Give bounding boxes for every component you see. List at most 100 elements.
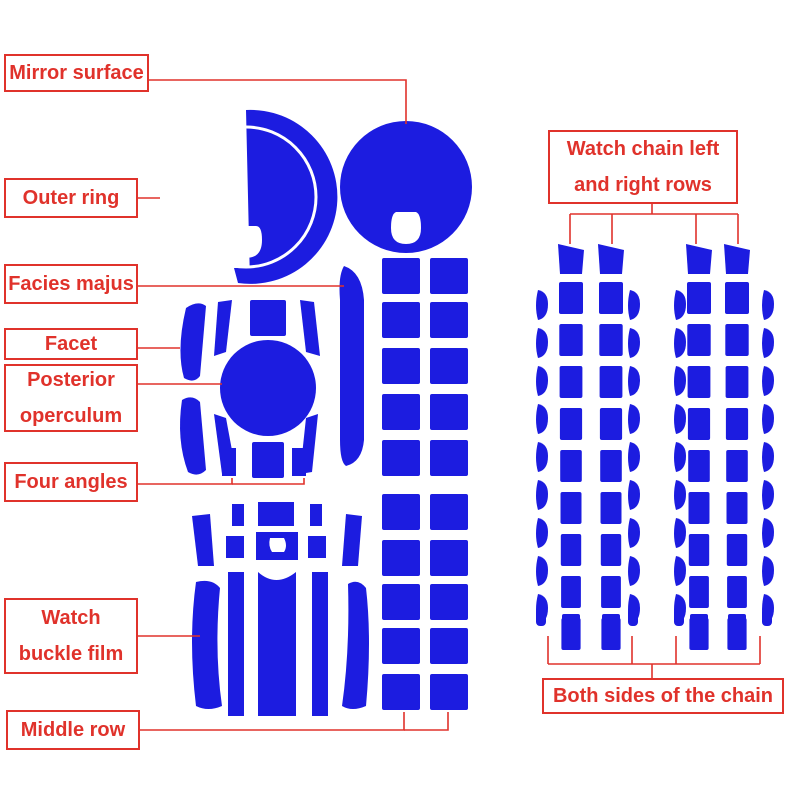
label-four-angles-text: Four angles xyxy=(14,471,128,493)
label-facies-majus: Facies majus xyxy=(4,264,138,304)
chain-side-link xyxy=(536,366,548,396)
buckle-center-strip xyxy=(258,572,296,716)
label-chain-sides: Both sides of the chain xyxy=(542,678,784,714)
label-watch-chain-rows: Watch chain left and right rows xyxy=(548,130,738,204)
chain-side-end xyxy=(674,608,684,626)
chain-row-link xyxy=(560,450,582,482)
chain-row-link xyxy=(688,534,710,566)
label-watch-buckle-film-line2: buckle film xyxy=(18,643,124,665)
chain-side-link xyxy=(536,328,548,358)
chain-side-link xyxy=(536,404,548,434)
chain-row-link xyxy=(601,576,621,608)
label-four-angles: Four angles xyxy=(4,462,138,502)
middle-row-leader-2 xyxy=(404,712,449,731)
label-mirror-surface-text: Mirror surface xyxy=(9,62,144,84)
chain-row-tab xyxy=(686,244,712,274)
label-posterior-operculum-line2: operculum xyxy=(19,405,123,427)
mirror-surface-leader xyxy=(148,79,407,124)
outer-ring-shape xyxy=(234,109,338,284)
chain-row-link xyxy=(600,534,622,566)
posterior-operculum-shape xyxy=(220,340,316,436)
chain-row-end xyxy=(602,614,620,630)
chain-row-link xyxy=(560,492,582,524)
middle-row-square xyxy=(430,440,468,476)
chain-side-link xyxy=(536,290,548,320)
middle-row-film xyxy=(382,258,468,710)
chain-side-link xyxy=(674,556,686,586)
chain-row-link xyxy=(599,324,623,356)
buckle-right-side xyxy=(342,514,362,566)
chain-row-link xyxy=(600,450,622,482)
chain-row-link xyxy=(687,282,711,314)
mirror-surface-shape xyxy=(340,121,472,253)
four-angles-leader xyxy=(138,478,233,485)
chain-row-end xyxy=(728,614,746,630)
chain-row-link xyxy=(599,282,623,314)
chain-side-link xyxy=(628,480,640,510)
buckle-left-side xyxy=(192,514,214,566)
chain-row-tab xyxy=(598,244,624,274)
bottom-right-small xyxy=(292,448,306,476)
chain-side-link xyxy=(536,556,548,586)
outer-ring-groove xyxy=(174,125,318,269)
chain-row-link xyxy=(688,450,710,482)
chain-row-link xyxy=(687,324,711,356)
chain-row-link xyxy=(561,576,581,608)
chain-side-link xyxy=(628,290,640,320)
chain-side-link xyxy=(674,404,686,434)
chain-side-link xyxy=(762,328,774,358)
buckle-large-left xyxy=(192,580,222,709)
chain-side-link xyxy=(628,442,640,472)
middle-row-square xyxy=(430,584,468,620)
middle-row-square xyxy=(382,540,420,576)
bottom-left-small xyxy=(222,448,236,476)
label-chain-sides-text: Both sides of the chain xyxy=(552,685,774,707)
buckle-small-1 xyxy=(232,504,244,526)
label-facet-text: Facet xyxy=(44,333,98,355)
label-outer-ring: Outer ring xyxy=(4,178,138,218)
angle-piece-tl xyxy=(214,300,232,356)
chain-side-link xyxy=(762,518,774,548)
label-watch-buckle-film-line1: Watch xyxy=(41,607,101,629)
chain-side-link xyxy=(762,404,774,434)
middle-row-square xyxy=(382,440,420,476)
chain-row-link xyxy=(726,450,748,482)
chain-side-end xyxy=(536,608,546,626)
angle-piece-tr xyxy=(300,300,320,356)
top-center-piece xyxy=(250,300,286,336)
chain-row-link xyxy=(725,408,749,440)
chain-row-link xyxy=(727,576,747,608)
chain-side-link xyxy=(674,442,686,472)
chain-side-link xyxy=(674,290,686,320)
chain-row-link xyxy=(689,576,709,608)
chain-side-link xyxy=(628,518,640,548)
chain-side-link xyxy=(762,442,774,472)
label-watch-chain-rows-line2: and right rows xyxy=(574,174,712,196)
chain-row-link xyxy=(559,282,583,314)
middle-row-square xyxy=(430,258,468,294)
chain-row-link xyxy=(725,282,749,314)
chain-row-link xyxy=(559,324,583,356)
chain-row-link xyxy=(688,492,710,524)
outer-ring-film xyxy=(174,109,338,284)
chain-row-link xyxy=(560,534,582,566)
callout-lines xyxy=(136,79,761,731)
chain-side-link xyxy=(762,480,774,510)
label-posterior-operculum-line1: Posterior xyxy=(27,369,115,391)
buckle-small-3 xyxy=(310,504,322,526)
chain-row-link xyxy=(687,366,711,398)
label-middle-row-text: Middle row xyxy=(20,719,126,741)
chain-side-link xyxy=(536,518,548,548)
chain-side-link xyxy=(674,366,686,396)
mirror-surface-film xyxy=(340,121,472,253)
watch-buckle-film xyxy=(192,502,369,716)
buckle-strip-1 xyxy=(228,572,244,716)
chain-row-link xyxy=(725,324,749,356)
chain-row-link xyxy=(687,408,711,440)
middle-row-square xyxy=(430,494,468,530)
middle-row-square xyxy=(430,348,468,384)
chain-row-link xyxy=(600,492,622,524)
chain-side-link xyxy=(762,366,774,396)
middle-row-square xyxy=(382,584,420,620)
